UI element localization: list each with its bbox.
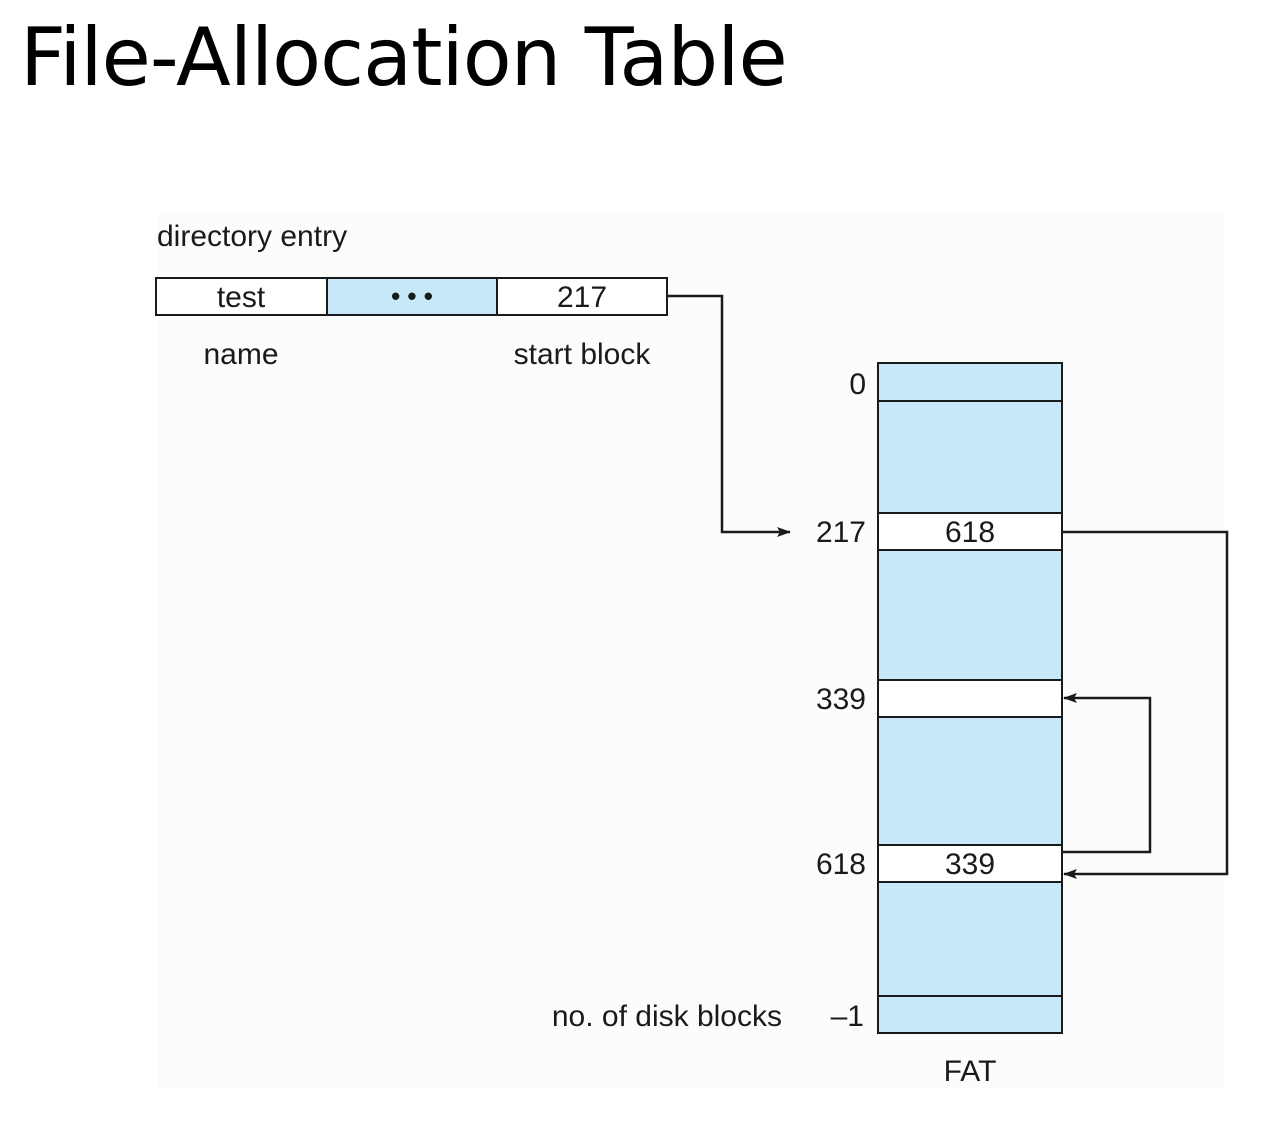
fat-row-618 [877,844,1063,883]
fat-value-618: 339 [945,848,995,881]
slide-title: File-Allocation Table [20,11,788,104]
fat-row-339 [877,679,1063,718]
fat-index-618: 618 [816,848,866,881]
fat-row-217 [877,512,1063,551]
dir-ellipsis: • • • [391,281,433,311]
fat-index-339: 339 [816,683,866,716]
disk-blocks-label: no. of disk blocks [552,1000,782,1033]
dir-start-block-value: 217 [557,281,607,314]
dir-name-cell [155,277,328,316]
start-block-caption: start block [514,338,652,371]
fat-index-eof: –1 [831,1000,864,1033]
arrow-217-to-618 [1062,530,1229,879]
fat-index-0: 0 [849,368,866,401]
directory-entry-heading: directory entry [157,220,347,253]
fat-value-217: 618 [945,516,995,549]
arrow-start-to-217 [667,294,791,537]
name-caption: name [203,338,278,371]
dir-name-value: test [217,281,266,314]
fat-caption: FAT [944,1055,997,1088]
fat-index-217: 217 [816,516,866,549]
arrow-618-to-339 [1062,693,1152,854]
